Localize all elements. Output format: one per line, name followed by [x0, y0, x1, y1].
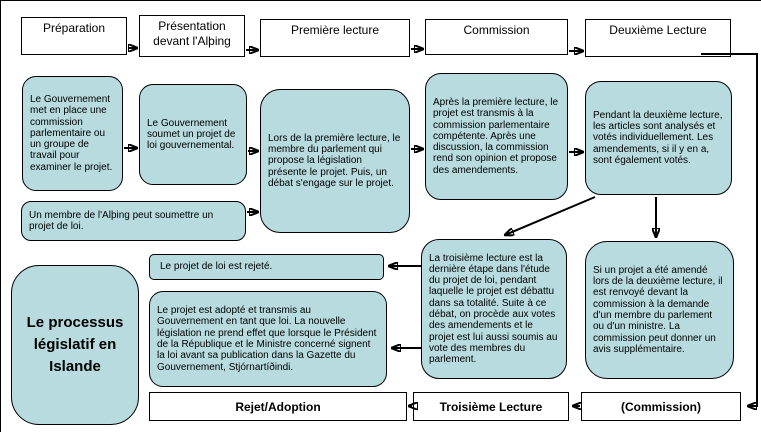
desc-membre-althing-box: Un membre de l'Alþing peut soumettre un … — [21, 201, 246, 241]
diagram-title-box: Le processus législatif en Islande — [11, 265, 139, 425]
projet-adopte-text: Le projet est adopté et transmis au Gouv… — [157, 305, 377, 373]
desc-deuxieme-lecture-box: Pendant la deuxième lecture, les article… — [585, 81, 732, 195]
projet-rejete-text: Le projet de loi est rejeté. — [160, 261, 273, 273]
stage-presentation-box: Présentation devant l'Alþing — [139, 15, 245, 57]
desc-premiere-lecture-box: Lors de la première lecture, le membre d… — [260, 89, 410, 233]
stage-commission-paren-label: (Commission) — [620, 399, 701, 414]
desc-premiere-lecture-text: Lors de la première lecture, le membre d… — [268, 132, 401, 189]
diagram-title-text: Le processus législatif en Islande — [26, 314, 124, 375]
desc-preparation-text: Le Gouvernement met en place une commiss… — [30, 93, 113, 173]
stage-troisieme-lecture-label: Troisième Lecture — [439, 399, 543, 414]
desc-commission-box: Après la première lecture, le projet est… — [425, 73, 568, 200]
desc-projet-gouvernemental-text: Le Gouvernement soumet un projet de loi … — [147, 117, 236, 152]
desc-troisieme-lecture-text: La troisième lecture est la dernière éta… — [429, 252, 558, 366]
box-projet-rejete: Le projet de loi est rejeté. — [149, 254, 384, 280]
stage-commission-box: Commission — [425, 19, 568, 55]
stage-deuxieme-lecture-box: Deuxième Lecture — [585, 19, 731, 57]
arrow-deuxieme-troisieme-diagonal — [505, 196, 596, 235]
desc-deuxieme-lecture-text: Pendant la deuxième lecture, les article… — [593, 109, 723, 166]
desc-membre-althing-text: Un membre de l'Alþing peut soumettre un … — [29, 209, 214, 232]
stage-deuxieme-lecture-label: Deuxième Lecture — [609, 23, 707, 37]
stage-rejet-adoption-box: Rejet/Adoption — [149, 392, 407, 421]
stage-premiere-lecture-box: Première lecture — [260, 19, 410, 57]
desc-renvoi-commission-text: Si un projet a été amendé lors de la deu… — [593, 264, 723, 355]
stage-commission-paren-box: (Commission) — [581, 392, 741, 421]
desc-preparation-box: Le Gouvernement met en place une commiss… — [22, 76, 123, 191]
stage-presentation-label: Présentation devant l'Alþing — [153, 19, 231, 48]
desc-commission-text: Après la première lecture, le projet est… — [433, 96, 559, 176]
box-projet-adopte: Le projet est adopté et transmis au Gouv… — [149, 291, 387, 387]
stage-troisieme-lecture-box: Troisième Lecture — [413, 392, 569, 421]
stage-premiere-lecture-label: Première lecture — [290, 23, 380, 37]
stage-preparation-box: Préparation — [21, 17, 127, 55]
stage-commission-label: Commission — [463, 23, 530, 37]
stage-rejet-adoption-label: Rejet/Adoption — [235, 399, 321, 414]
desc-troisieme-lecture-box: La troisième lecture est la dernière éta… — [421, 239, 567, 379]
desc-renvoi-commission-box: Si un projet a été amendé lors de la deu… — [585, 241, 734, 379]
desc-projet-gouvernemental-box: Le Gouvernement soumet un projet de loi … — [139, 84, 247, 185]
stage-preparation-label: Préparation — [42, 21, 106, 35]
